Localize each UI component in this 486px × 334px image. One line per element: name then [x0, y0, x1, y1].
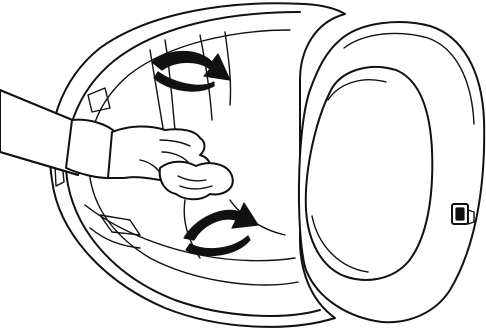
open-door-icon — [299, 22, 484, 322]
